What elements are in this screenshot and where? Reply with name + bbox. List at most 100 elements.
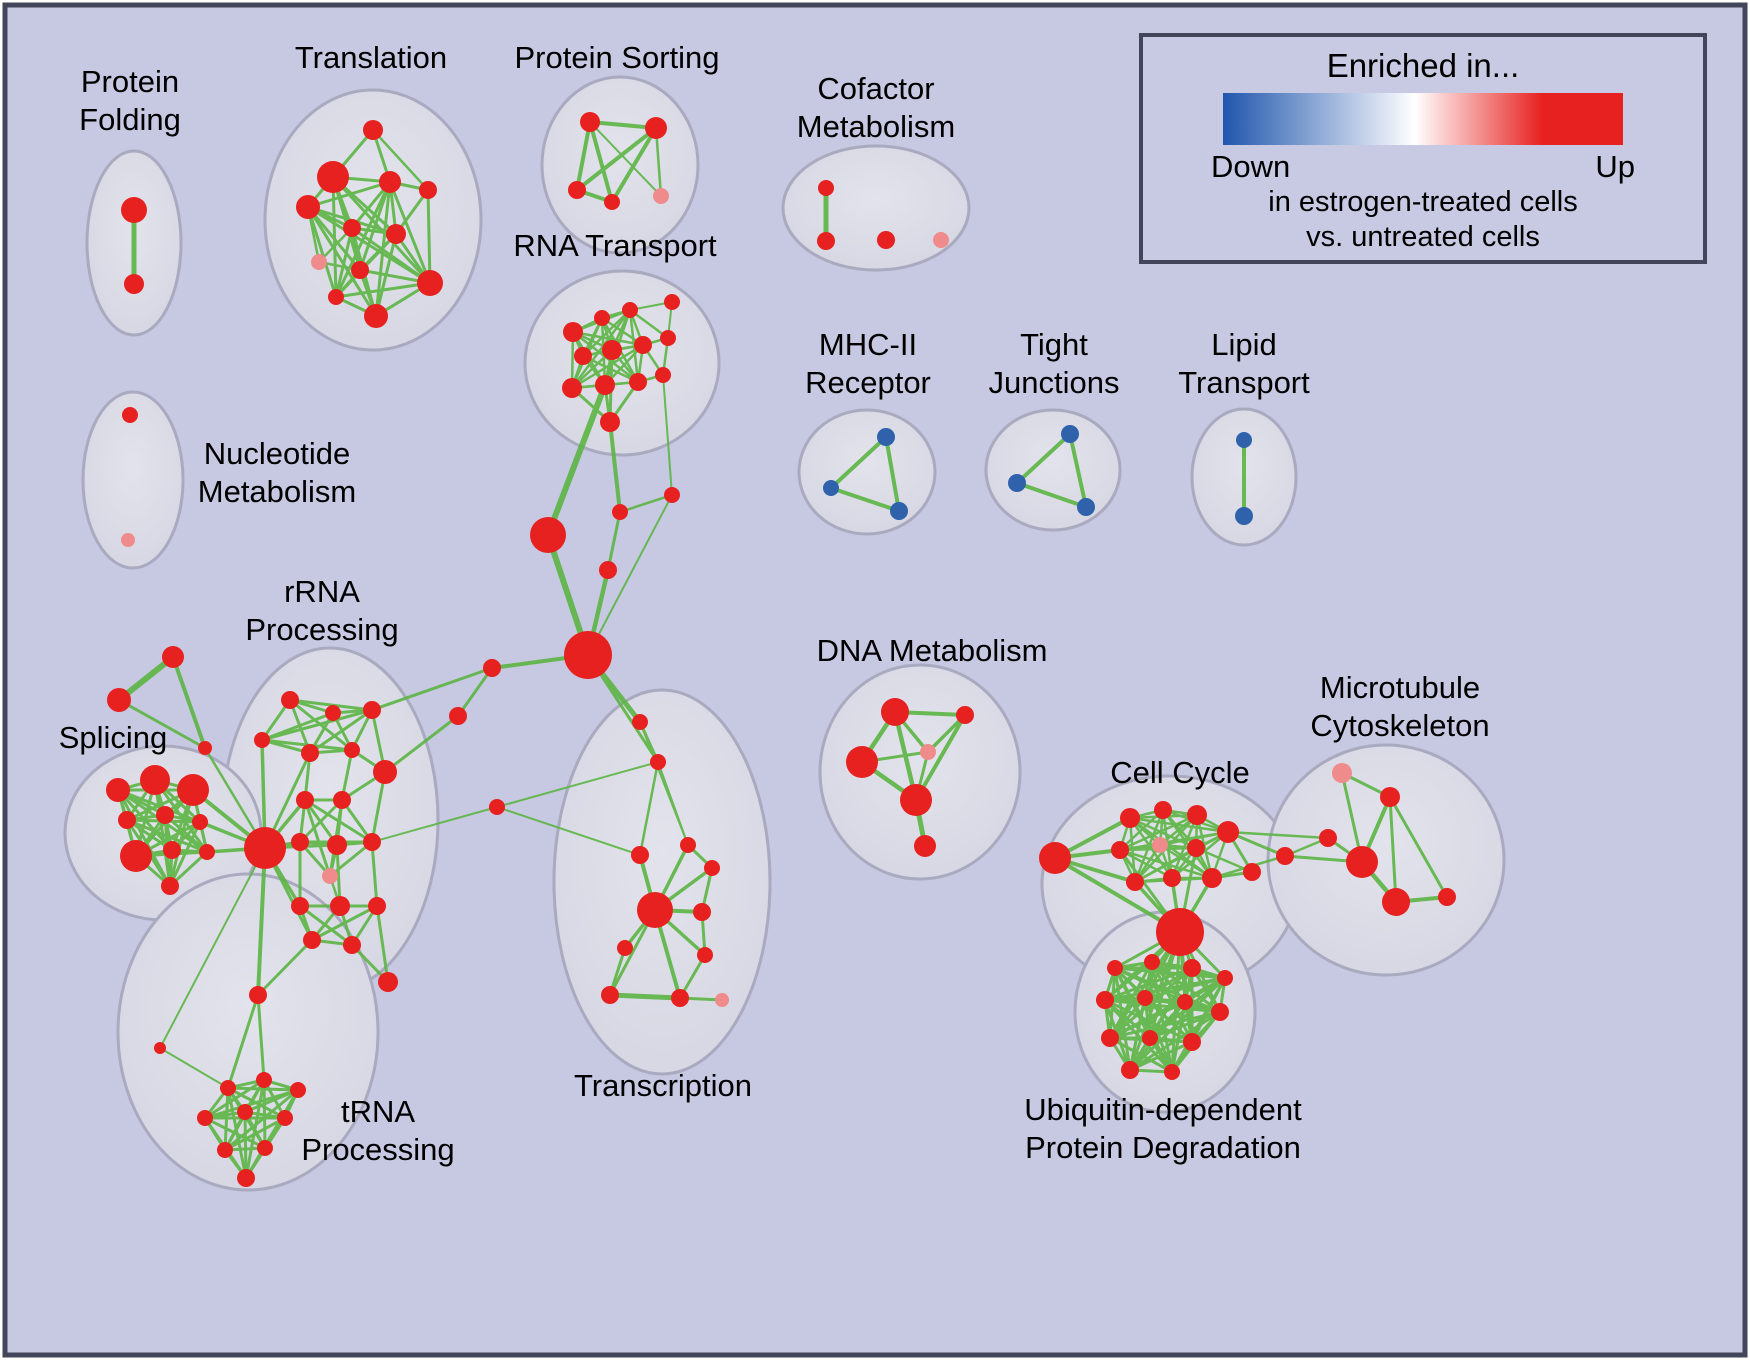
network-edge <box>334 180 392 299</box>
network-edge <box>1068 432 1088 509</box>
network-node-cc7 <box>1187 839 1205 857</box>
network-node-tj1 <box>1008 474 1026 492</box>
network-edge <box>581 308 632 358</box>
network-edge <box>171 655 207 750</box>
network-node-t11 <box>715 993 729 1007</box>
network-node-lt0 <box>1236 432 1252 448</box>
network-node-m2 <box>1319 829 1337 847</box>
network-node-rr0 <box>281 691 299 709</box>
network-node-t2 <box>680 837 696 853</box>
cluster-label-rrna-processing: rRNA <box>284 574 360 609</box>
network-node-t8 <box>697 947 713 963</box>
cluster-label-tight-junctions: Tight <box>1020 327 1088 362</box>
network-node-tr4 <box>290 1082 306 1098</box>
network-node-nm1 <box>121 533 135 547</box>
network-edge <box>303 798 332 878</box>
network-edge <box>496 806 641 856</box>
network-edge <box>1148 1010 1222 1040</box>
network-node-rt12 <box>664 294 680 310</box>
legend-caption-line1: in estrogen-treated cells <box>1268 186 1578 218</box>
network-node-ch4 <box>564 631 612 679</box>
network-node-tl7 <box>311 254 327 270</box>
network-edge <box>1015 432 1072 485</box>
network-node-t9 <box>601 986 619 1004</box>
cluster-label-tight-junctions: Junctions <box>989 365 1120 400</box>
network-node-t3 <box>631 846 649 864</box>
network-node-cc1 <box>1120 808 1140 828</box>
network-node-cf1 <box>817 232 835 250</box>
network-node-rt3 <box>574 347 592 365</box>
network-edge <box>223 1088 300 1152</box>
network-edge <box>1103 960 1154 1002</box>
network-edge <box>662 374 673 496</box>
network-node-sp9 <box>161 877 179 895</box>
network-edge <box>1128 996 1147 1072</box>
network-edge <box>588 120 658 130</box>
cluster-microtubule-cytoskeleton <box>1266 743 1506 977</box>
legend-title: Enriched in... <box>1326 47 1520 84</box>
network-node-tl8 <box>351 261 369 279</box>
network-node-tr6 <box>237 1104 253 1120</box>
network-node-rr17 <box>303 931 321 949</box>
network-node-d2 <box>846 746 878 778</box>
network-node-rr3 <box>254 732 270 748</box>
network-edge <box>618 493 674 514</box>
network-node-ch1 <box>612 504 628 520</box>
network-node-rr5 <box>344 742 360 758</box>
network-edge <box>607 992 683 1001</box>
network-edge <box>570 343 645 390</box>
network-node-tl4 <box>419 181 437 199</box>
network-node-cc5 <box>1111 841 1129 859</box>
network-edge <box>117 698 207 750</box>
network-node-rt8 <box>595 375 615 395</box>
network-edge <box>159 1047 229 1089</box>
network-node-m6 <box>1438 888 1456 906</box>
network-node-rt1 <box>594 310 610 326</box>
cluster-tight-junctions <box>984 408 1122 532</box>
network-edge <box>581 354 640 384</box>
cluster-label-trna-processing: Processing <box>301 1132 454 1167</box>
network-node-u2 <box>1183 959 1201 977</box>
network-edge <box>1388 795 1449 899</box>
network-edge <box>358 180 392 272</box>
network-node-m1 <box>1380 787 1400 807</box>
network-edge <box>298 798 344 844</box>
cluster-label-lipid-transport: Transport <box>1178 365 1310 400</box>
cluster-label-protein-folding: Folding <box>79 102 181 137</box>
network-edge <box>570 308 632 390</box>
network-node-u3 <box>1217 970 1233 986</box>
network-node-u9 <box>1142 1030 1158 1046</box>
network-node-rr7 <box>244 827 286 869</box>
network-node-sp3 <box>118 811 136 829</box>
network-edge <box>334 226 354 299</box>
network-edge <box>610 126 658 204</box>
network-node-ps4 <box>653 188 669 204</box>
network-node-cc12 <box>1156 908 1204 956</box>
network-edge <box>589 121 662 197</box>
legend-down-label: Down <box>1211 149 1291 184</box>
network-node-rr13 <box>322 868 338 884</box>
network-node-rt9 <box>629 373 647 391</box>
network-edge <box>256 938 314 997</box>
network-node-sp1 <box>140 765 170 795</box>
network-node-tj0 <box>1061 425 1079 443</box>
network-node-rt2 <box>622 302 638 318</box>
network-node-tr10 <box>237 1169 255 1187</box>
network-edge <box>306 205 378 318</box>
network-node-rr9 <box>333 791 351 809</box>
network-node-u0 <box>1107 960 1123 976</box>
legend-caption-line2: vs. untreated cells <box>1306 221 1540 254</box>
network-node-u1 <box>1144 954 1160 970</box>
network-node-u5 <box>1137 990 1153 1006</box>
cluster-label-cofactor-metabolism: Cofactor <box>817 71 934 106</box>
network-edge <box>370 840 379 908</box>
network-edge <box>638 760 660 857</box>
network-node-rr12 <box>363 833 381 851</box>
network-node-m3 <box>1276 847 1294 865</box>
network-node-tl5 <box>343 219 361 237</box>
network-node-cc11 <box>1243 863 1261 881</box>
network-edge <box>1133 846 1198 884</box>
cluster-label-ubiquitin-dependent-protein-degradation: Protein Degradation <box>1025 1130 1301 1165</box>
